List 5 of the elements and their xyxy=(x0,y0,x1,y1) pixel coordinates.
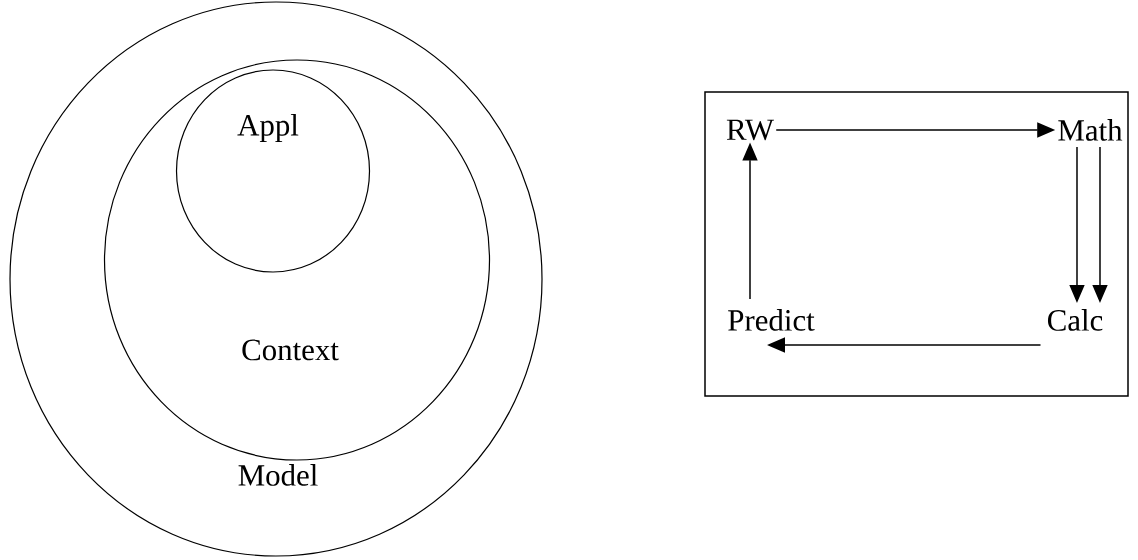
frame-box xyxy=(704,91,1129,397)
label-text: Math xyxy=(1058,119,1123,141)
label-text: Predict xyxy=(728,309,815,331)
label-text: RW xyxy=(726,119,774,141)
label-text: Calc xyxy=(1047,309,1103,331)
